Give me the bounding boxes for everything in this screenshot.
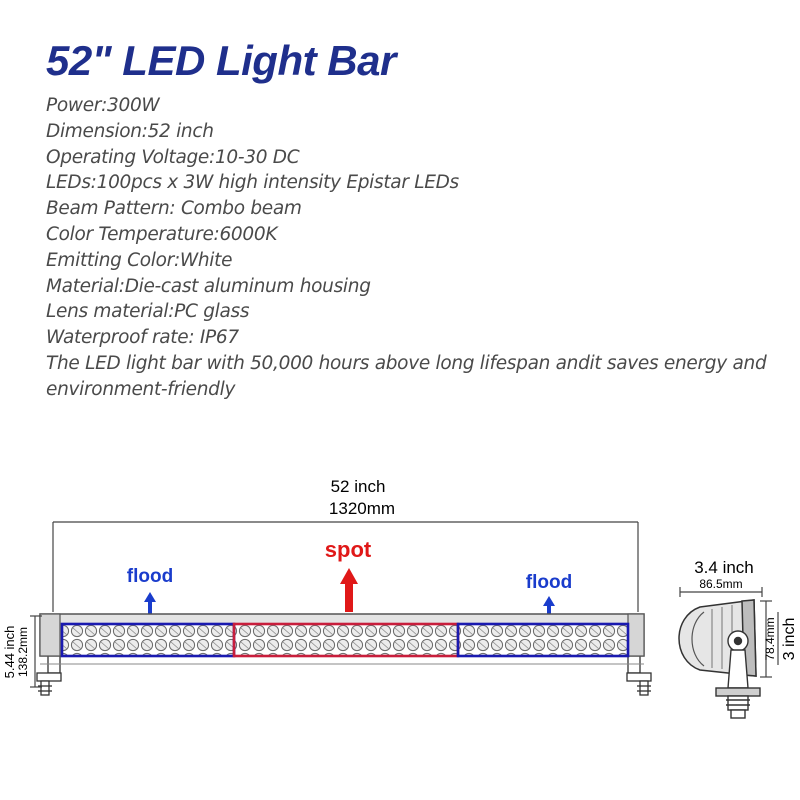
length-inch-label: 52 inch	[331, 477, 386, 496]
height-mm-label: 138.2mm	[16, 627, 30, 677]
spec-dimension: Dimension:52 inch	[46, 120, 214, 142]
height-inch-label: 5.44 inch	[2, 626, 17, 679]
side-view-bracket	[715, 630, 761, 719]
side-height-inch-label: 3 inch	[781, 618, 798, 661]
spec-beam-pattern: Beam Pattern: Combo beam	[46, 198, 302, 220]
side-width-mm-label: 86.5mm	[699, 577, 742, 591]
side-height-mm-label: 78.4mm	[763, 617, 777, 660]
page-title: 52" LED Light Bar	[46, 37, 396, 84]
flood-zone-right	[456, 622, 630, 658]
flood-left-arrow	[144, 592, 156, 614]
end-cap-right	[627, 613, 645, 657]
mount-bracket-right	[626, 654, 652, 696]
spec-lens-material: Lens material:PC glass	[46, 301, 250, 323]
led-array	[62, 624, 628, 656]
spec-color-temperature: Color Temperature:6000K	[46, 223, 278, 245]
end-cap-left	[39, 613, 61, 657]
flood-right-arrow	[543, 596, 555, 618]
spec-material: Material:Die-cast aluminum housing	[46, 275, 371, 297]
length-mm-label: 1320mm	[329, 499, 395, 518]
flood-right-label: flood	[526, 572, 572, 593]
side-width-inch-label: 3.4 inch	[694, 558, 754, 577]
flood-left-label: flood	[127, 566, 173, 587]
spot-arrow	[340, 568, 358, 612]
spot-label: spot	[325, 537, 372, 562]
spec-leds: LEDs:100pcs x 3W high intensity Epistar …	[46, 172, 459, 194]
spec-waterproof: Waterproof rate: IP67	[46, 327, 239, 349]
mount-bracket-left	[36, 654, 62, 696]
spec-power: Power:300W	[46, 95, 160, 116]
spec-lifespan: The LED light bar with 50,000 hours abov…	[46, 352, 767, 400]
spec-list: Power:300W Dimension:52 inch Operating V…	[46, 93, 786, 403]
spec-emitting-color: Emitting Color:White	[46, 249, 233, 271]
spec-voltage: Operating Voltage:10-30 DC	[46, 146, 300, 168]
